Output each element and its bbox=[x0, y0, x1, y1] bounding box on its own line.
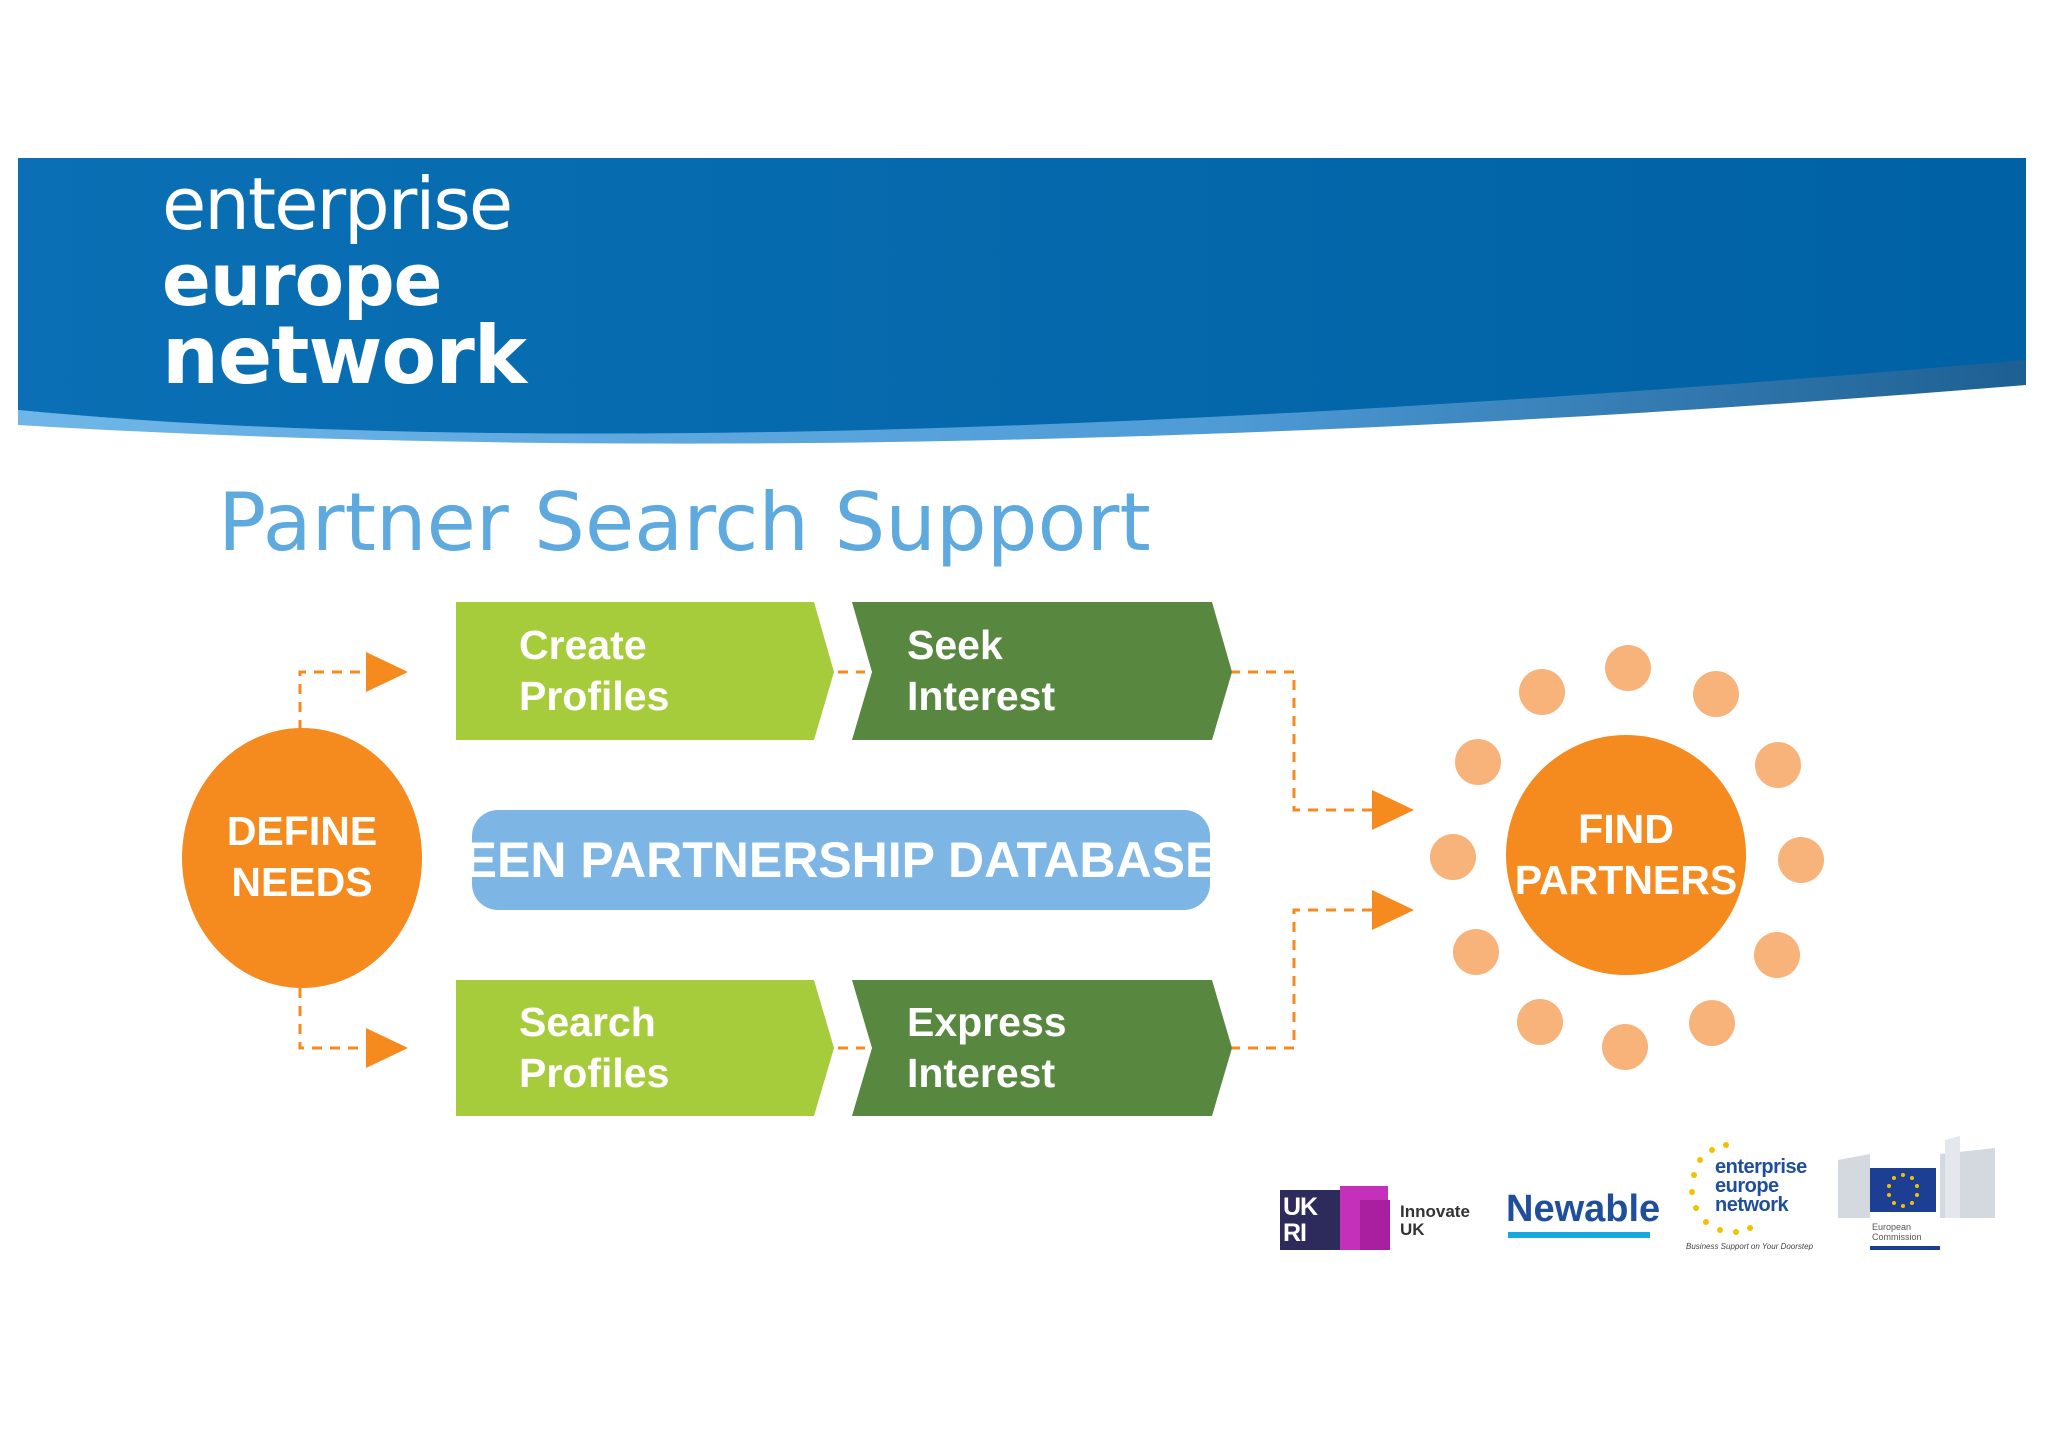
express-interest-line2: Interest bbox=[907, 1050, 1056, 1096]
een-star-ring bbox=[1689, 1142, 1753, 1235]
define-needs-line1: DEFINE bbox=[226, 808, 378, 854]
partner-dot bbox=[1455, 739, 1501, 785]
partner-dot bbox=[1453, 929, 1499, 975]
seek-interest-line2: Interest bbox=[907, 673, 1056, 719]
search-profiles-line1: Search bbox=[519, 999, 656, 1045]
partner-dot bbox=[1517, 999, 1563, 1045]
chevron-create-profiles bbox=[456, 602, 834, 740]
partner-dots bbox=[1430, 645, 1824, 1070]
search-profiles-line2: Profiles bbox=[519, 1050, 670, 1096]
ukri-text: UK RI bbox=[1283, 1193, 1318, 1247]
arrowhead-search bbox=[366, 1028, 408, 1068]
express-interest-label: Express Interest bbox=[907, 997, 1067, 1099]
connector-seek-to-find bbox=[1230, 670, 1385, 812]
seek-interest-label: Seek Interest bbox=[907, 620, 1055, 722]
partner-dot bbox=[1605, 645, 1651, 691]
innovate-uk-mark-shade bbox=[1360, 1200, 1390, 1250]
brand-logo: enterprise europe network bbox=[162, 162, 527, 402]
database-label: EEN PARTNERSHIP DATABASE bbox=[463, 832, 1219, 888]
arrowhead-find-top bbox=[1372, 790, 1414, 830]
connector-express-to-find bbox=[1230, 908, 1385, 1050]
innovate-uk-text: Innovate UK bbox=[1400, 1202, 1470, 1239]
seek-interest-line1: Seek bbox=[907, 622, 1003, 668]
brand-line-network: network bbox=[162, 309, 527, 402]
een-small-line2: europe bbox=[1715, 1175, 1779, 1197]
create-profiles-line1: Create bbox=[519, 622, 647, 668]
brand-line-enterprise: enterprise bbox=[162, 162, 513, 246]
een-small-text: enterprise europe network bbox=[1715, 1156, 1807, 1216]
partner-dot bbox=[1754, 932, 1800, 978]
find-partners-line2: PARTNERS bbox=[1514, 857, 1738, 903]
search-profiles-label: Search Profiles bbox=[519, 997, 669, 1099]
define-needs-line2: NEEDS bbox=[231, 859, 373, 905]
chevron-search-profiles bbox=[456, 980, 834, 1116]
connector-define-to-create bbox=[298, 670, 380, 730]
partner-dot bbox=[1755, 742, 1801, 788]
partner-dot bbox=[1430, 834, 1476, 880]
een-small-line1: enterprise bbox=[1715, 1156, 1807, 1178]
database-bar bbox=[472, 810, 1210, 910]
chevron-express-interest bbox=[852, 980, 1232, 1116]
partner-dot bbox=[1693, 671, 1739, 717]
header-band-main bbox=[18, 158, 2026, 434]
arrowhead-create bbox=[366, 652, 408, 692]
partner-dot bbox=[1519, 669, 1565, 715]
ukri-mark bbox=[1280, 1190, 1340, 1250]
define-needs-label: DEFINE NEEDS bbox=[212, 806, 392, 908]
european-commission-text: European Commission bbox=[1872, 1222, 1922, 1242]
header-band-light-wave bbox=[18, 358, 2026, 444]
partner-dot bbox=[1778, 837, 1824, 883]
header-band bbox=[18, 158, 2026, 444]
newable-underline bbox=[1508, 1232, 1650, 1238]
arrowhead-find-bottom bbox=[1372, 890, 1414, 930]
een-small-line3: network bbox=[1715, 1194, 1789, 1216]
arrowheads bbox=[366, 652, 1414, 1068]
create-profiles-label: Create Profiles bbox=[519, 620, 669, 722]
partner-dot bbox=[1689, 1000, 1735, 1046]
find-partners-circle bbox=[1506, 735, 1746, 975]
chevron-seek-interest bbox=[852, 602, 1232, 740]
een-tagline: Business Support on Your Doorstep bbox=[1686, 1242, 1814, 1251]
find-partners-line1: FIND bbox=[1578, 806, 1674, 852]
define-needs-circle bbox=[182, 728, 422, 988]
create-profiles-line2: Profiles bbox=[519, 673, 670, 719]
brand-line-europe: europe bbox=[162, 238, 442, 322]
express-interest-line1: Express bbox=[907, 999, 1067, 1045]
page-title: Partner Search Support bbox=[218, 476, 1151, 569]
ec-logo bbox=[1838, 1136, 1995, 1250]
partner-dot bbox=[1602, 1024, 1648, 1070]
newable-text: Newable bbox=[1506, 1188, 1661, 1230]
connector-define-to-search bbox=[298, 988, 380, 1050]
find-partners-label: FIND PARTNERS bbox=[1506, 804, 1746, 906]
